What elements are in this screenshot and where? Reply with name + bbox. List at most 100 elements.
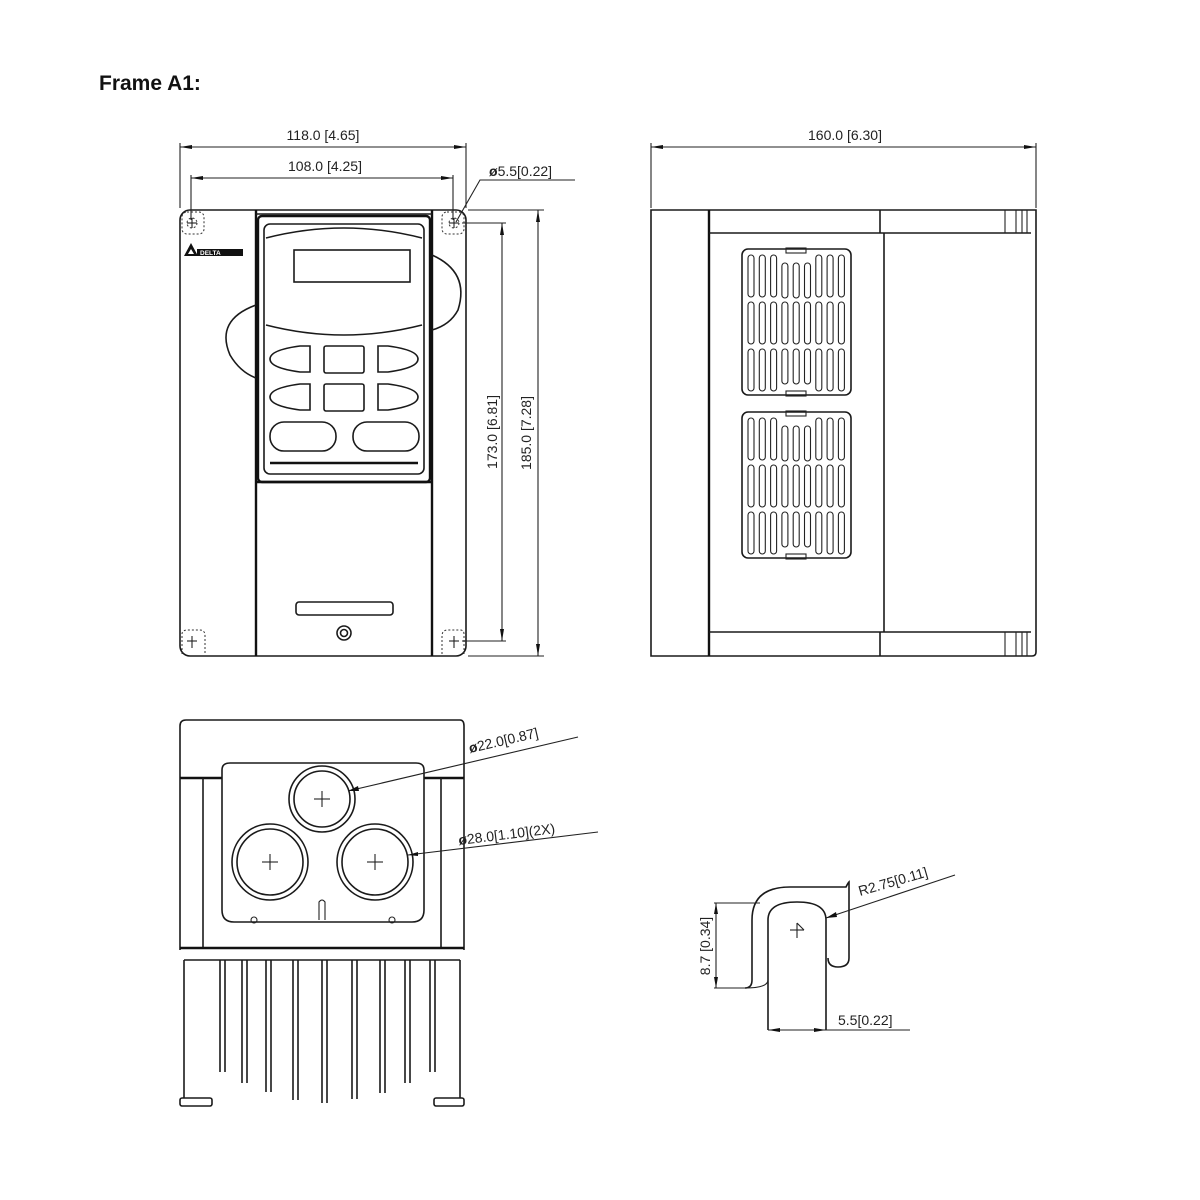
vent-slot xyxy=(781,301,789,345)
bottom-body-outline xyxy=(179,719,465,778)
mounting-hole-bl xyxy=(181,629,206,654)
vent-slot xyxy=(792,511,800,548)
vent-slot xyxy=(747,464,755,508)
vent-slot xyxy=(758,254,766,298)
lcd-display xyxy=(293,249,411,283)
vent-slot xyxy=(770,254,778,298)
vent-slot xyxy=(747,301,755,345)
front-view: DELTA 118.0 [4.65] 108.0 [4.25] ø5.5[0.2… xyxy=(179,127,575,657)
knockout-large-right xyxy=(336,823,414,901)
vent-slot xyxy=(803,262,812,299)
heatsink-fin xyxy=(265,960,272,1092)
mounting-hole-br xyxy=(441,629,465,654)
vent-slot xyxy=(826,417,834,461)
knockout-small xyxy=(288,765,356,833)
side-view: 160.0 [6.30] xyxy=(650,127,1037,657)
dim-slot-width: 5.5[0.22] xyxy=(838,1012,893,1028)
heatsink-fin xyxy=(404,960,411,1083)
vent-slot xyxy=(815,301,823,345)
vent-slot xyxy=(770,511,778,555)
vent-grille-bottom xyxy=(741,410,852,560)
vent-slot xyxy=(792,348,800,385)
heatsink-fin xyxy=(241,960,248,1083)
vent-slot xyxy=(815,254,823,298)
dim-hole-diameter: ø5.5[0.22] xyxy=(489,163,552,179)
vent-slot xyxy=(792,262,800,299)
vent-slot xyxy=(781,425,789,462)
key-left-1 xyxy=(269,345,311,373)
vent-slot xyxy=(770,417,778,461)
vent-slot xyxy=(758,464,766,508)
heatsink-fin xyxy=(321,960,328,1103)
vent-slot xyxy=(758,301,766,345)
mounting-slot-detail: R2.75[0.11] 8.7 [0.34] 5.5[0.22] xyxy=(697,864,956,1032)
grille-tab xyxy=(785,390,807,397)
key-stop xyxy=(352,421,420,452)
vent-slot xyxy=(781,348,789,385)
delta-logo-icon: DELTA xyxy=(184,243,243,257)
grille-tab xyxy=(785,553,807,560)
vent-slot xyxy=(837,511,845,555)
vent-slot xyxy=(837,254,845,298)
vent-slot xyxy=(747,348,755,392)
foot-right xyxy=(433,1097,465,1107)
vent-slot xyxy=(747,254,755,298)
vent-slot xyxy=(781,464,789,508)
side-body-outline xyxy=(650,209,1037,657)
vent-slot xyxy=(758,511,766,555)
vent-slot xyxy=(792,425,800,462)
vent-slot xyxy=(803,348,812,385)
dim-slot-height: 8.7 [0.34] xyxy=(697,917,713,975)
key-mid-1 xyxy=(323,345,365,374)
knockout-plate xyxy=(221,762,425,923)
heatsink-fin xyxy=(351,960,358,1099)
heatsink-fins xyxy=(183,959,461,1103)
frame-title: Frame A1: xyxy=(99,72,201,95)
grille-frame xyxy=(741,411,852,559)
vent-slot xyxy=(803,425,812,462)
dim-mounting-width: 108.0 [4.25] xyxy=(288,158,362,174)
key-left-2 xyxy=(269,383,311,411)
heatsink-fin xyxy=(219,960,226,1072)
vent-slot xyxy=(837,464,845,508)
vent-slot xyxy=(803,464,812,508)
knockout-large-left xyxy=(231,823,309,901)
vent-slot xyxy=(815,511,823,555)
vent-slot xyxy=(747,511,755,555)
dim-slot-radius: R2.75[0.11] xyxy=(856,864,929,899)
dim-small-knockout: ø22.0[0.87] xyxy=(467,724,540,756)
vent-slot xyxy=(747,417,755,461)
vent-slot xyxy=(815,417,823,461)
dim-overall-height: 185.0 [7.28] xyxy=(518,396,534,470)
key-run xyxy=(269,421,337,452)
keypad-bezel xyxy=(263,223,425,475)
vent-slot xyxy=(826,254,834,298)
vent-slot xyxy=(770,301,778,345)
front-body-outline xyxy=(179,209,467,657)
vent-slot xyxy=(803,511,812,548)
vent-slot xyxy=(781,262,789,299)
vent-slot xyxy=(815,464,823,508)
key-right-2 xyxy=(377,383,419,411)
grille-tab xyxy=(785,410,807,417)
bottom-view: ø22.0[0.87] ø28.0[1.10](2X) xyxy=(179,719,599,1107)
vent-slot xyxy=(770,464,778,508)
vent-slot xyxy=(837,301,845,345)
vent-slot xyxy=(803,301,812,345)
vent-slot xyxy=(837,348,845,392)
foot-left xyxy=(179,1097,213,1107)
grille-tab xyxy=(785,247,807,254)
slot-profile xyxy=(767,901,827,1030)
vent-slot xyxy=(792,301,800,345)
key-right-1 xyxy=(377,345,419,373)
heatsink-fin xyxy=(292,960,299,1100)
vent-slot xyxy=(837,417,845,461)
dim-mounting-height: 173.0 [6.81] xyxy=(484,395,500,469)
dim-large-knockout: ø28.0[1.10](2X) xyxy=(457,820,556,848)
vent-slot xyxy=(826,464,834,508)
vent-slot xyxy=(826,301,834,345)
cover-slot xyxy=(295,601,394,616)
vent-slot xyxy=(826,511,834,555)
vent-slot xyxy=(758,348,766,392)
